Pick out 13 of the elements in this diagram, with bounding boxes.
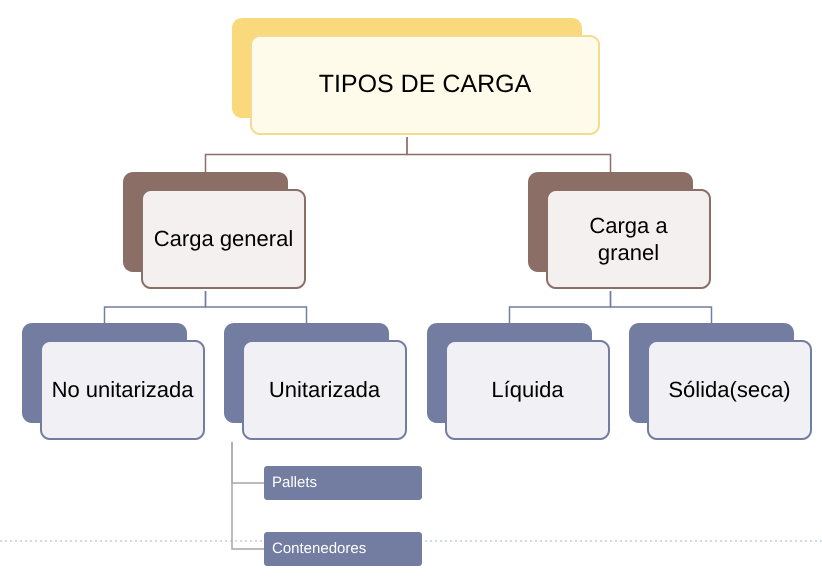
sub-item-box: Contenedores bbox=[264, 532, 422, 566]
node-label: Unitarizada bbox=[268, 376, 380, 404]
connector-line bbox=[231, 442, 264, 550]
node-label: Líquida bbox=[491, 376, 564, 404]
sub-item-box: Pallets bbox=[264, 466, 422, 500]
connector-line bbox=[204, 291, 308, 323]
node-label: Carga general bbox=[154, 225, 294, 253]
connector-line bbox=[610, 291, 712, 323]
connector-line bbox=[406, 137, 612, 172]
node-label: No unitarizada bbox=[52, 376, 194, 404]
node-label: TIPOS DE CARGA bbox=[318, 69, 532, 100]
node-label: Sólida(seca) bbox=[668, 376, 791, 404]
node-label: Carga a granel bbox=[588, 212, 669, 266]
